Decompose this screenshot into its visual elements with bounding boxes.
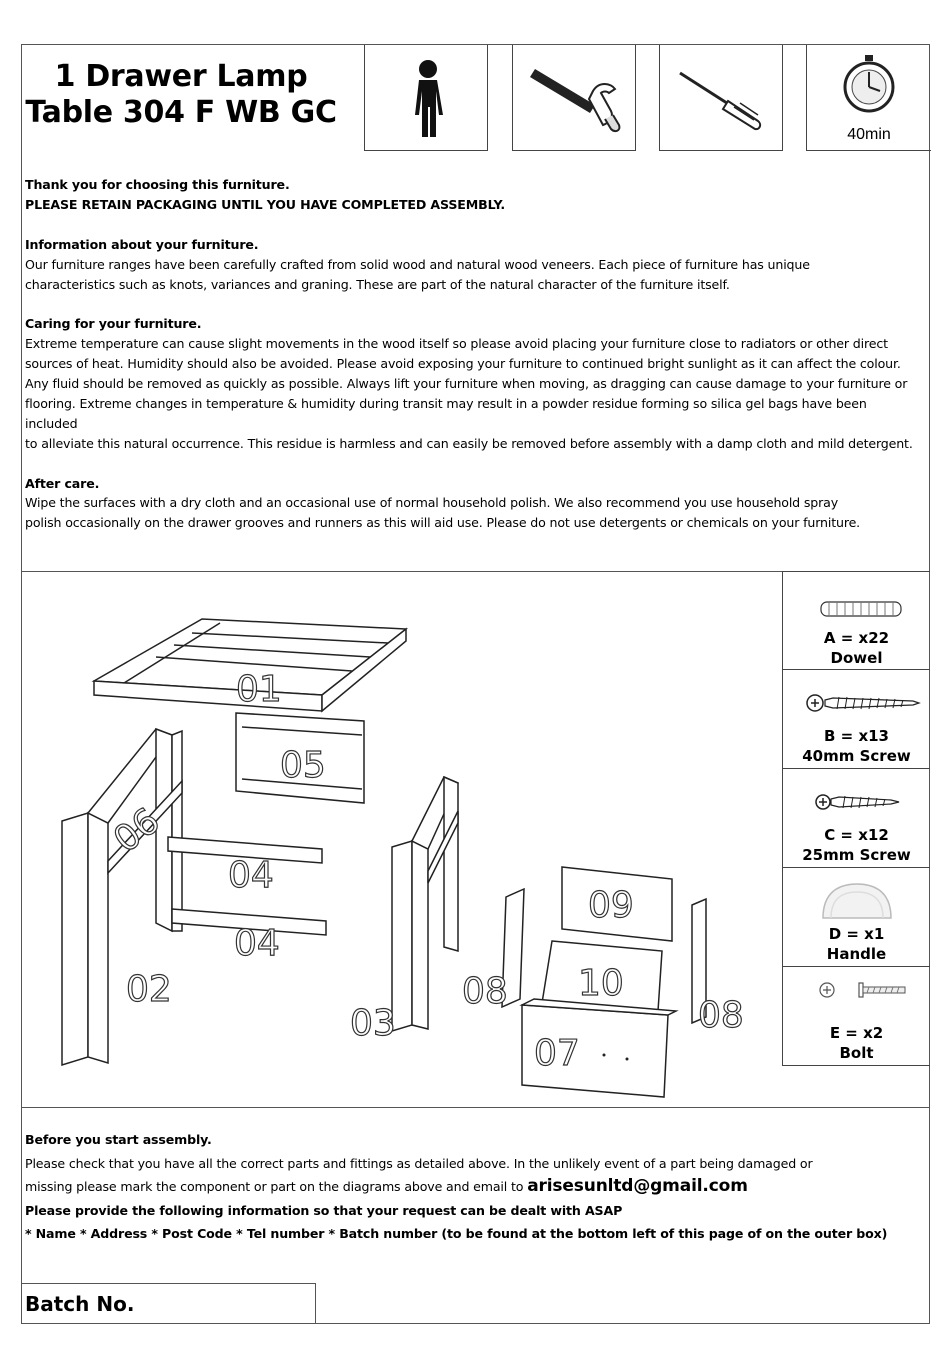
instruction-sheet: 1 Drawer Lamp Table 304 F WB GC xyxy=(21,44,931,1324)
dowel-icon xyxy=(820,601,902,617)
parts-diagram: 01 05 06 04 04 02 03 09 08 10 08 07 xyxy=(61,618,745,1098)
part-label: 08 xyxy=(698,995,744,1036)
part-label: 04 xyxy=(228,855,274,896)
part-label: 10 xyxy=(578,963,624,1004)
part-label: 09 xyxy=(588,885,634,926)
screwdriver-icon xyxy=(679,71,762,131)
stopwatch-icon-box: 40min xyxy=(806,45,931,151)
caring-text: Extreme temperature can cause slight mov… xyxy=(25,336,888,352)
fitting-40mm-screw: B = x13 40mm Screw xyxy=(782,670,930,769)
batch-label: Batch No. xyxy=(25,1292,135,1316)
fitting-25mm-screw: C = x12 25mm Screw xyxy=(782,769,930,868)
stopwatch-icon xyxy=(843,55,895,113)
part-label: 05 xyxy=(280,745,326,786)
person-icon-box xyxy=(364,45,488,151)
screwdriver-icon-box xyxy=(659,45,783,151)
part-labels: 01 05 06 04 04 02 03 09 08 10 08 07 xyxy=(106,668,745,1074)
aftercare-text: Wipe the surfaces with a dry cloth and a… xyxy=(25,495,839,511)
before-heading: Before you start assembly. xyxy=(25,1132,212,1147)
about-text: Our furniture ranges have been carefully… xyxy=(25,256,810,272)
before-assembly-section: Before you start assembly. Please check … xyxy=(25,1128,920,1246)
before-text: missing please mark the component or par… xyxy=(25,1176,748,1196)
caring-text: sources of heat. Humidity should also be… xyxy=(25,356,901,372)
fitting-bolt: E = x2 Bolt xyxy=(782,967,930,1066)
product-title: 1 Drawer Lamp Table 304 F WB GC xyxy=(25,59,337,130)
fittings-list: A = x22 Dowel B = x13 40mm Screw xyxy=(782,571,930,1066)
divider xyxy=(22,1107,929,1108)
assembly-time: 40min xyxy=(847,126,891,143)
person-icon xyxy=(415,60,443,137)
part-label: 07 xyxy=(534,1033,580,1074)
part-label: 03 xyxy=(350,1003,396,1044)
divider xyxy=(22,571,929,572)
before-text: Please check that you have all the corre… xyxy=(25,1155,813,1171)
hammer-icon xyxy=(530,69,621,133)
fitting-dowel: A = x22 Dowel xyxy=(782,571,930,670)
part-label: 02 xyxy=(126,969,172,1010)
info-request: Please provide the following information… xyxy=(25,1202,623,1218)
caring-text: flooring. Extreme changes in temperature… xyxy=(25,395,867,431)
support-email[interactable]: arisesunltd@gmail.com xyxy=(527,1176,748,1196)
about-text: characteristics such as knots, variances… xyxy=(25,276,730,292)
bolt-icon xyxy=(819,982,906,998)
fitting-handle: D = x1 Handle xyxy=(782,868,930,967)
about-heading: Information about your furniture. xyxy=(25,236,259,252)
header: 1 Drawer Lamp Table 304 F WB GC xyxy=(22,45,931,159)
aftercare-heading: After care. xyxy=(25,475,100,491)
caring-text: to alleviate this natural occurrence. Th… xyxy=(25,435,913,451)
info-fields: * Name * Address * Post Code * Tel numbe… xyxy=(25,1226,888,1241)
info-section: Thank you for choosing this furniture. P… xyxy=(25,175,920,533)
cup-handle-icon xyxy=(822,883,892,919)
long-screw-icon xyxy=(806,694,921,712)
retain-notice: PLEASE RETAIN PACKAGING UNTIL YOU HAVE C… xyxy=(25,196,505,212)
caring-text: Any fluid should be removed as quickly a… xyxy=(25,376,908,392)
batch-number-box: Batch No. xyxy=(22,1283,316,1324)
exploded-diagram: 01 05 06 04 04 02 03 09 08 10 08 07 xyxy=(22,571,782,1107)
part-label: 01 xyxy=(236,669,282,710)
part-label: 08 xyxy=(462,971,508,1012)
thanks-text: Thank you for choosing this furniture. xyxy=(25,177,290,192)
hammer-icon-box xyxy=(512,45,636,151)
aftercare-text: polish occasionally on the drawer groove… xyxy=(25,515,861,531)
short-screw-icon xyxy=(815,794,900,810)
part-label: 04 xyxy=(234,923,280,964)
caring-heading: Caring for your furniture. xyxy=(25,316,202,332)
